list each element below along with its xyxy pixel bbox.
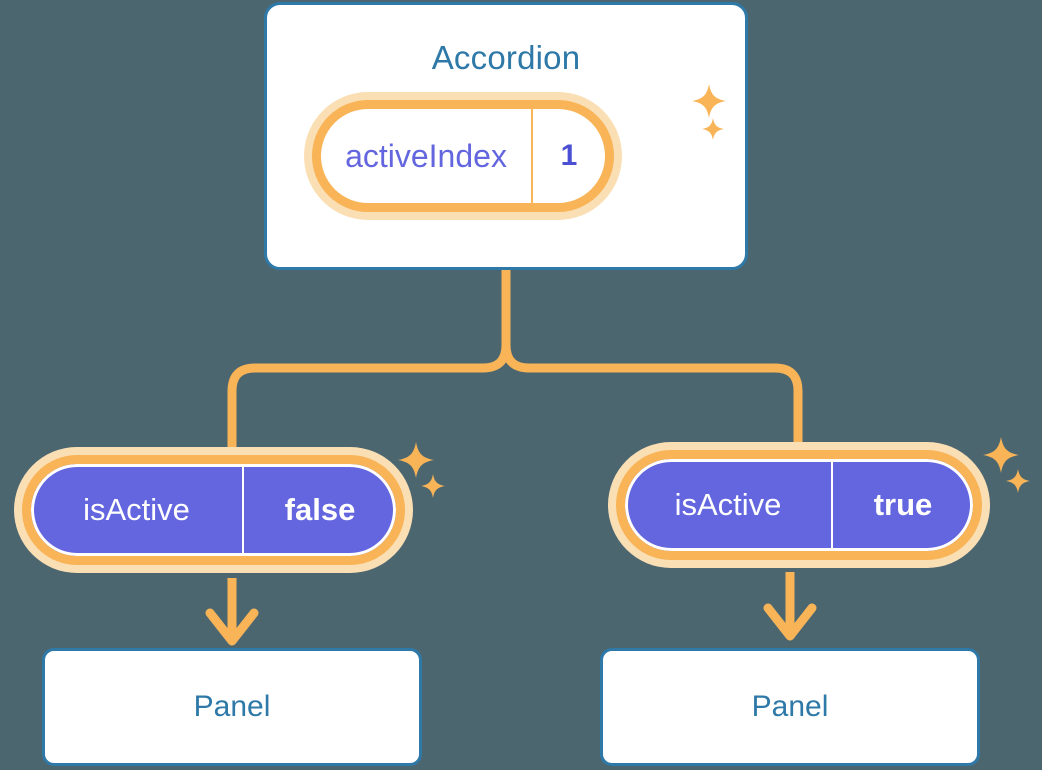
state-pill-active-index[interactable]: activeIndex 1 [312,100,614,212]
branch-connector-path-left [227,340,511,463]
state-value-label: 1 [560,139,578,172]
pill-body[interactable]: activeIndex 1 [312,100,614,212]
arrow-down-icon-left [205,578,259,646]
page-title: Accordion [431,39,581,76]
arrow-down-icon-right [763,572,817,641]
state-pill-is-active-true[interactable]: isActive true [616,450,982,560]
state-key-label: isActive [31,464,244,556]
branch-connector-path [501,265,803,457]
pill-body[interactable]: isActive true [616,450,982,560]
state-pill-is-active-false[interactable]: isActive false [22,455,405,565]
sparkle-icon [983,437,1019,473]
panel-component-card-right[interactable]: Panel [600,648,980,766]
state-value-label: false [284,492,356,527]
state-value-label: true [873,487,933,522]
panel-component-card-left[interactable]: Panel [42,648,422,766]
sparkle-icon [421,474,445,498]
sparkle-icon [1006,469,1030,493]
state-key-label: isActive [625,459,833,551]
panel-title: Panel [751,690,829,723]
state-key-label: activeIndex [321,109,533,203]
panel-title: Panel [193,690,271,723]
pill-body[interactable]: isActive false [22,455,405,565]
